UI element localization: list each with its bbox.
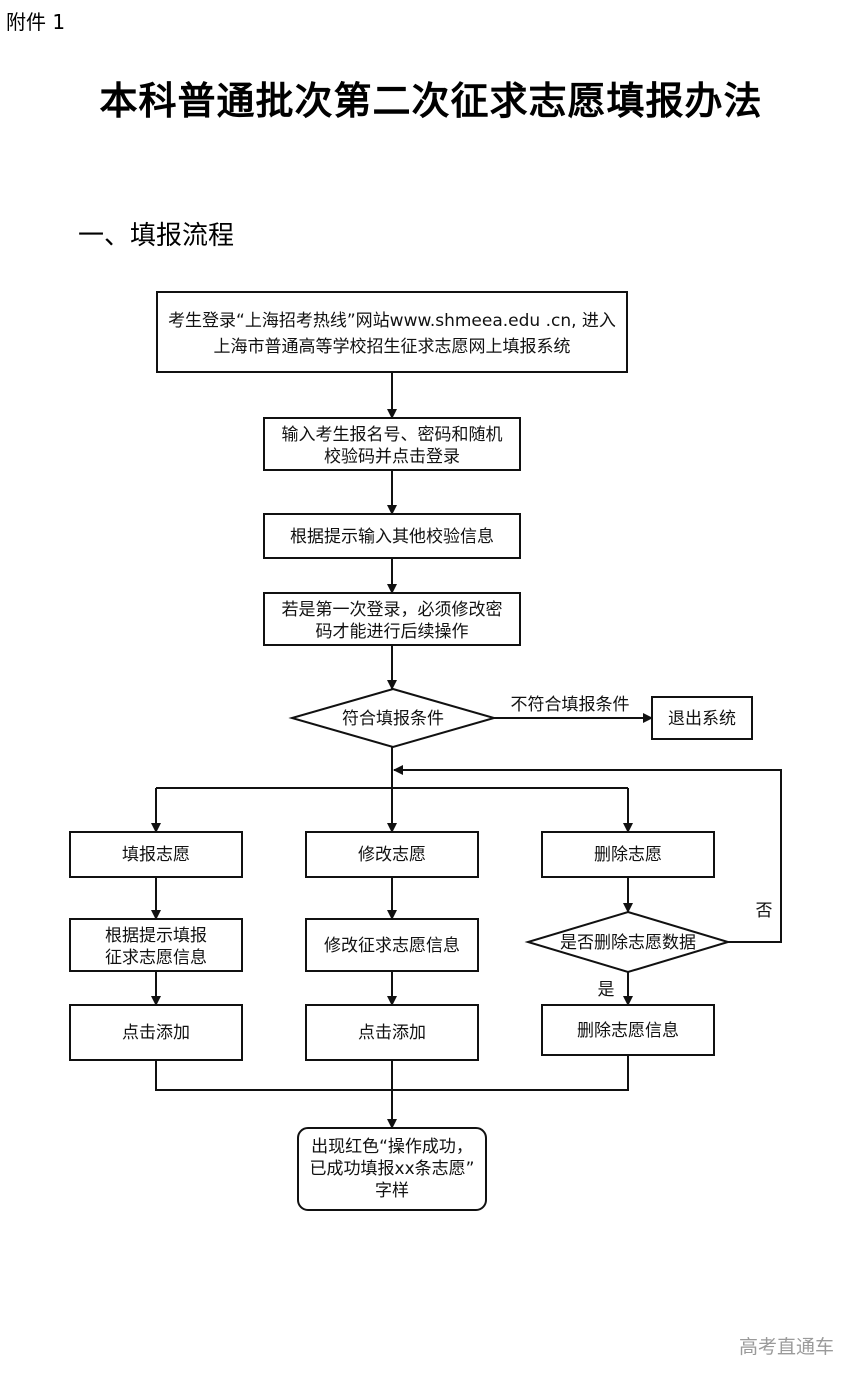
click-add-1-text: 点击添加	[122, 1023, 190, 1043]
fill-pref-text: 填报志愿	[122, 845, 190, 865]
edge-label-no: 否	[756, 901, 773, 921]
edit-info-text: 修改征求志愿信息	[324, 936, 460, 956]
success-msg-line3: 字样	[375, 1181, 409, 1201]
first-login-pw-line2: 码才能进行后续操作	[316, 622, 469, 642]
node-login-site	[156, 291, 628, 373]
fill-by-prompt-line1: 根据提示填报	[105, 926, 207, 946]
fill-by-prompt-line2: 征求志愿信息	[105, 948, 207, 968]
edge-confirm-no-loop	[393, 765, 782, 943]
page-title: 本科普通批次第二次征求志愿填报办法	[99, 78, 763, 123]
edge-label-yes: 是	[598, 980, 615, 1000]
node-delete-pref	[541, 831, 715, 878]
enter-other-info-text: 根据提示输入其他校验信息	[290, 527, 494, 547]
section-heading: 一、填报流程	[78, 221, 235, 251]
meets-conditions-text: 符合填报条件	[342, 709, 444, 729]
delete-pref-text: 删除志愿	[594, 845, 662, 865]
watermark: 高考直通车	[738, 1336, 834, 1358]
first-login-pw-line1: 若是第一次登录，必须修改密	[282, 600, 503, 620]
enter-credentials-line1: 输入考生报名号、密码和随机	[282, 425, 503, 445]
node-exit-system	[651, 696, 753, 740]
node-click-add-2	[305, 1004, 479, 1061]
node-delete-info	[541, 1004, 715, 1056]
node-fill-pref	[69, 831, 243, 878]
attachment-label: 附件 1	[6, 10, 66, 34]
click-add-2-text: 点击添加	[358, 1023, 426, 1043]
enter-credentials-line2: 校验码并点击登录	[324, 447, 460, 467]
success-msg-line1: 出现红色“操作成功，	[311, 1137, 473, 1157]
exit-system-text: 退出系统	[668, 709, 736, 729]
login-site-line1: 考生登录“上海招考热线”网站www.shmeea.edu .cn, 进入	[168, 311, 616, 331]
delete-info-text: 删除志愿信息	[577, 1021, 679, 1041]
confirm-delete-text: 是否删除志愿数据	[560, 933, 696, 953]
edit-pref-text: 修改志愿	[358, 845, 426, 865]
edge-label-not-meet: 不符合填报条件	[511, 695, 630, 715]
success-msg-line2: 已成功填报xx条志愿”	[310, 1159, 475, 1179]
node-edit-pref	[305, 831, 479, 878]
login-site-line2: 上海市普通高等学校招生征求志愿网上填报系统	[214, 337, 571, 357]
